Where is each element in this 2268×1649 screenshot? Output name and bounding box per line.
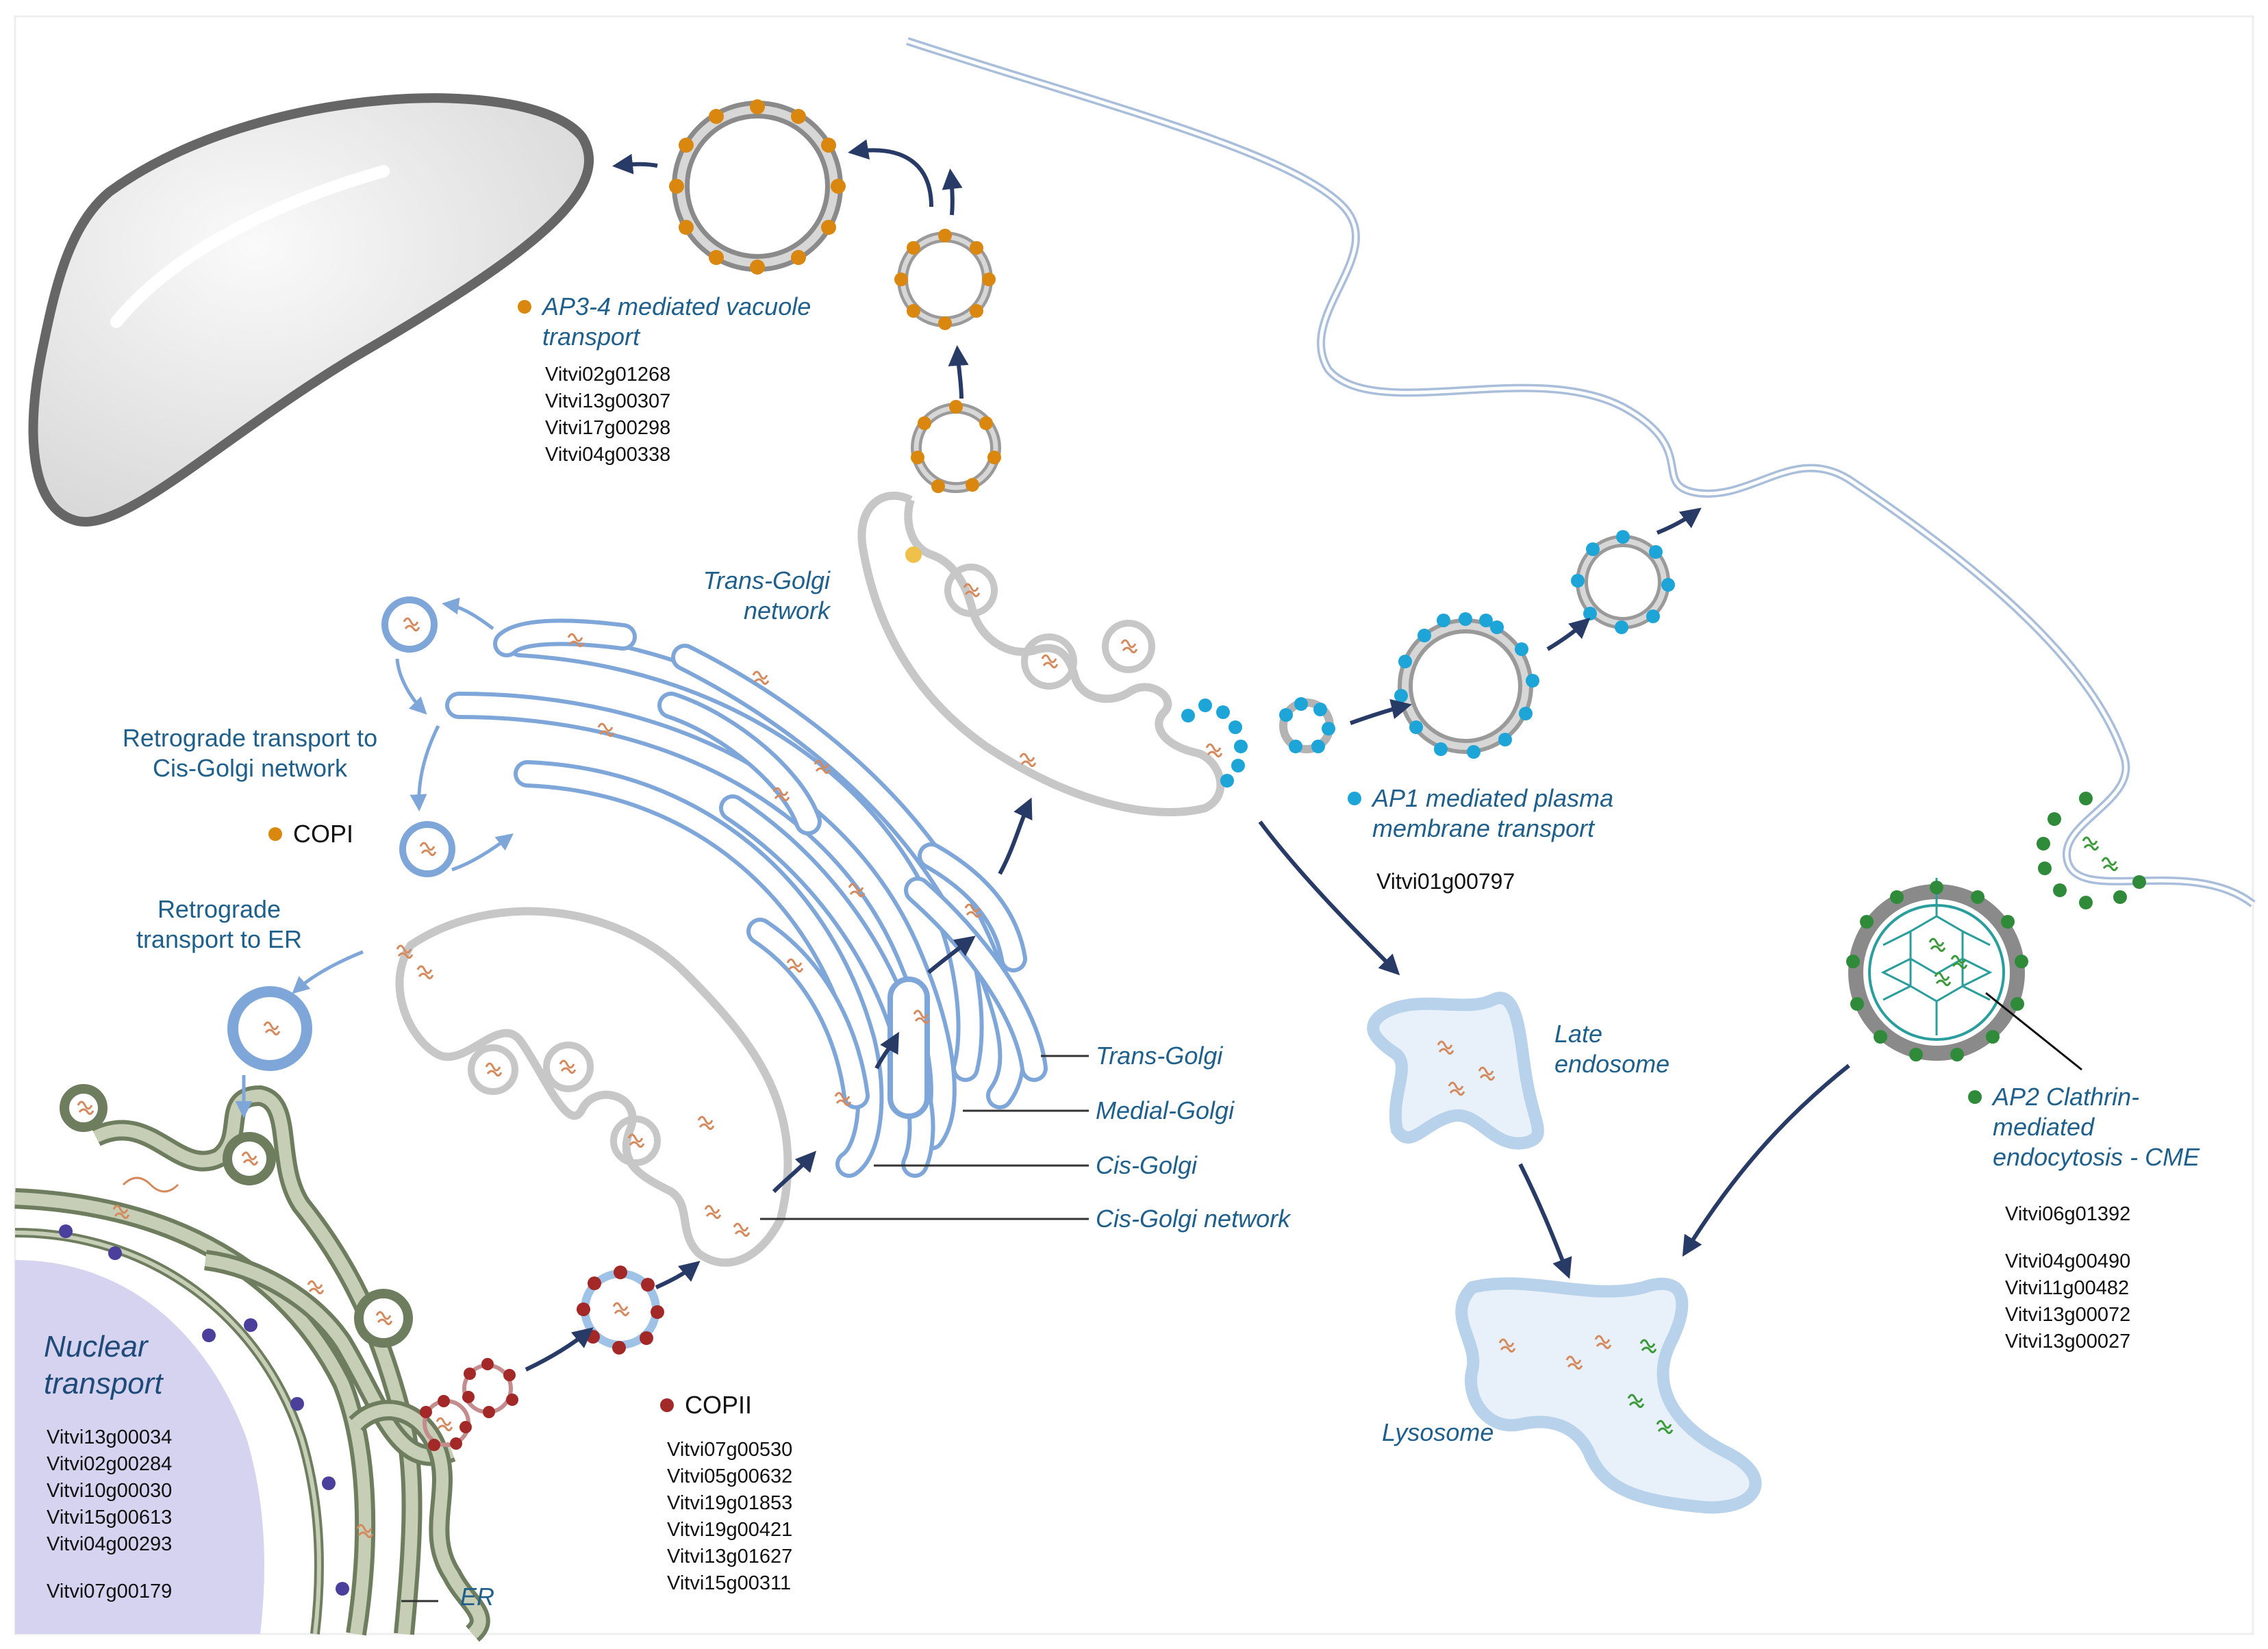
frame: [14, 15, 2254, 1635]
gene-list-copii: Vitvi07g00530 Vitvi05g00632 Vitvi19g0185…: [667, 1439, 793, 1594]
ap1-dot: [1348, 792, 1361, 805]
tgn-coat-marker: [905, 546, 922, 563]
ap2-pit-dots: [2037, 792, 2146, 909]
golgi-stack: [445, 618, 1048, 1178]
ap3-coat-dots: [669, 99, 1001, 493]
ap1-coat-dots: [1181, 698, 1248, 788]
ap2-dot: [1968, 1090, 1982, 1104]
legend-ap1: AP1 mediated plasma membrane transport: [1348, 783, 1613, 844]
golgi-label-lines: [401, 1055, 1089, 1602]
clathrin-leader-line: [1985, 992, 2082, 1071]
ap1-vesicle-large: [1398, 618, 1533, 754]
label-retrograde-cis: Retrograde transport to Cis-Golgi networ…: [122, 724, 378, 782]
label-trans-golgi: Trans-Golgi: [1096, 1042, 1223, 1070]
late-endosome: [1367, 992, 1544, 1150]
ap1-vesicle-large-coat: [1394, 612, 1539, 759]
legend-copii: COPII: [660, 1390, 752, 1420]
copii-coat-dots: [420, 1266, 664, 1451]
transport-arrows-light: [235, 597, 514, 1118]
endoplasmic-reticulum: [14, 1084, 490, 1642]
ap2-coat-dots: [1846, 881, 2028, 1061]
legend-ap2: AP2 Clathrin- mediated endocytosis - CME: [1968, 1082, 2200, 1172]
nuclear-pores: [59, 1224, 349, 1596]
gene-list-ap3: Vitvi02g01268 Vitvi13g00307 Vitvi17g0029…: [545, 364, 671, 466]
er-cargo: [77, 1100, 453, 1539]
label-lysosome: Lysosome: [1382, 1418, 1494, 1446]
label-cis-golgi-network: Cis-Golgi network: [1096, 1205, 1291, 1233]
gene-list-nuclear: Vitvi13g00034 Vitvi02g00284 Vitvi10g0003…: [47, 1426, 173, 1602]
transport-arrows-dark: [525, 139, 1850, 1372]
tgn-cargo: [963, 583, 1223, 768]
cis-golgi-network: [395, 907, 792, 1267]
gene-list-ap1: Vitvi01g00797: [1376, 869, 1515, 894]
label-late-endosome: Late endosome: [1554, 1020, 1670, 1078]
copi-vesicles: [227, 596, 455, 1071]
label-nuclear-transport: Nuclear transport: [44, 1330, 163, 1400]
gene-list-ap2: Vitvi06g01392 Vitvi04g00490 Vitvi11g0048…: [2005, 1203, 2131, 1352]
vacuole: [28, 93, 594, 527]
label-er: ER: [460, 1583, 495, 1611]
legend-copi: COPI: [268, 819, 353, 849]
copii-dot: [660, 1398, 674, 1412]
copii-vesicles: [423, 1270, 660, 1447]
label-retrograde-er: Retrograde transport to ER: [136, 895, 303, 953]
lysosome: [1455, 1277, 1762, 1514]
copi-dot: [268, 827, 282, 841]
plasma-membrane: [906, 37, 2256, 907]
legend-ap3: AP3-4 mediated vacuole transport: [518, 292, 811, 352]
label-trans-golgi-network: Trans-Golgi network: [703, 566, 830, 625]
trans-golgi-network: [857, 491, 1225, 816]
clathrin-vesicle: [1848, 878, 2025, 1061]
label-medial-golgi: Medial-Golgi: [1096, 1096, 1235, 1124]
ap3-dot: [518, 300, 531, 314]
label-cis-golgi: Cis-Golgi: [1096, 1151, 1198, 1179]
